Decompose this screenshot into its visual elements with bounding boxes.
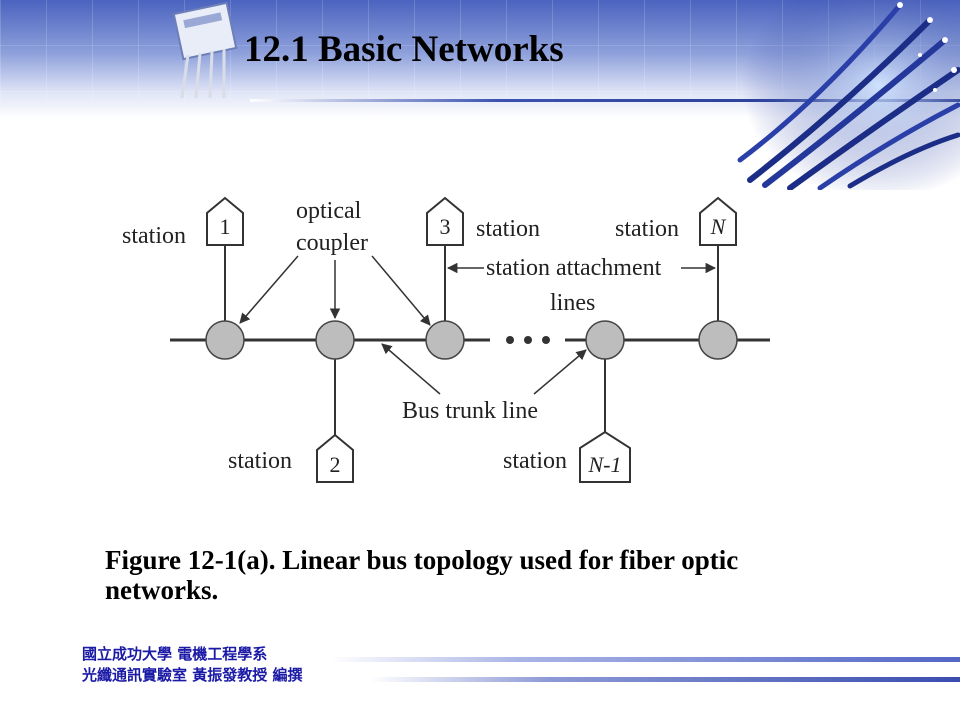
bus-trunk-label: Bus trunk line [402,398,538,424]
station-n1-box [579,430,631,483]
footer-bar-bottom [370,677,960,682]
station-n-box [699,196,737,246]
attachment-lines [224,245,719,435]
footer-credits: 國立成功大學 電機工程學系 光纖通訊實驗室 黃振發教授 編撰 [82,644,302,686]
footer-department: 國立成功大學 電機工程學系 [82,645,268,663]
optical-coupler-label-line2: coupler [296,230,368,256]
station-n1-id: N-1 [588,452,622,477]
bus-continuation-dots [506,336,550,344]
coupler-node [585,320,625,360]
coupler-node [315,320,355,360]
station-n1-label: station [503,448,567,474]
station-1-label: station [122,223,186,249]
station-n-id: N [710,214,727,239]
optical-coupler-label-line1: optical [296,198,362,224]
station-1-box [206,196,244,246]
footer-lab-author: 光纖通訊實驗室 黃振發教授 編撰 [82,666,303,684]
station-3-id: 3 [440,214,451,239]
station-2-box [316,433,354,483]
coupler-node [698,320,738,360]
station-n-label: station [615,216,679,242]
station-1-id: 1 [220,214,231,239]
footer-bar-top [330,657,960,662]
coupler-node [425,320,465,360]
banner-underline [250,99,960,102]
station-3-label: station [476,216,540,242]
attachment-label-line1: station attachment [486,255,662,281]
attachment-label-line2: lines [550,290,595,316]
figure-caption: Figure 12-1(a). Linear bus topology used… [105,545,739,605]
coupler-pointer-arrows [239,255,431,326]
bus-topology-diagram: 1 3 N 2 N-1 station station station stat… [122,196,770,483]
station-3-box [426,196,464,246]
station-2-id: 2 [330,452,341,477]
page-title: 12.1 Basic Networks [244,29,564,70]
coupler-node [205,320,245,360]
bus-trunk-pointer-arrows [381,343,587,395]
chip-illustration [172,1,238,99]
station-2-label: station [228,448,292,474]
fiber-optic-illustration [730,0,960,190]
